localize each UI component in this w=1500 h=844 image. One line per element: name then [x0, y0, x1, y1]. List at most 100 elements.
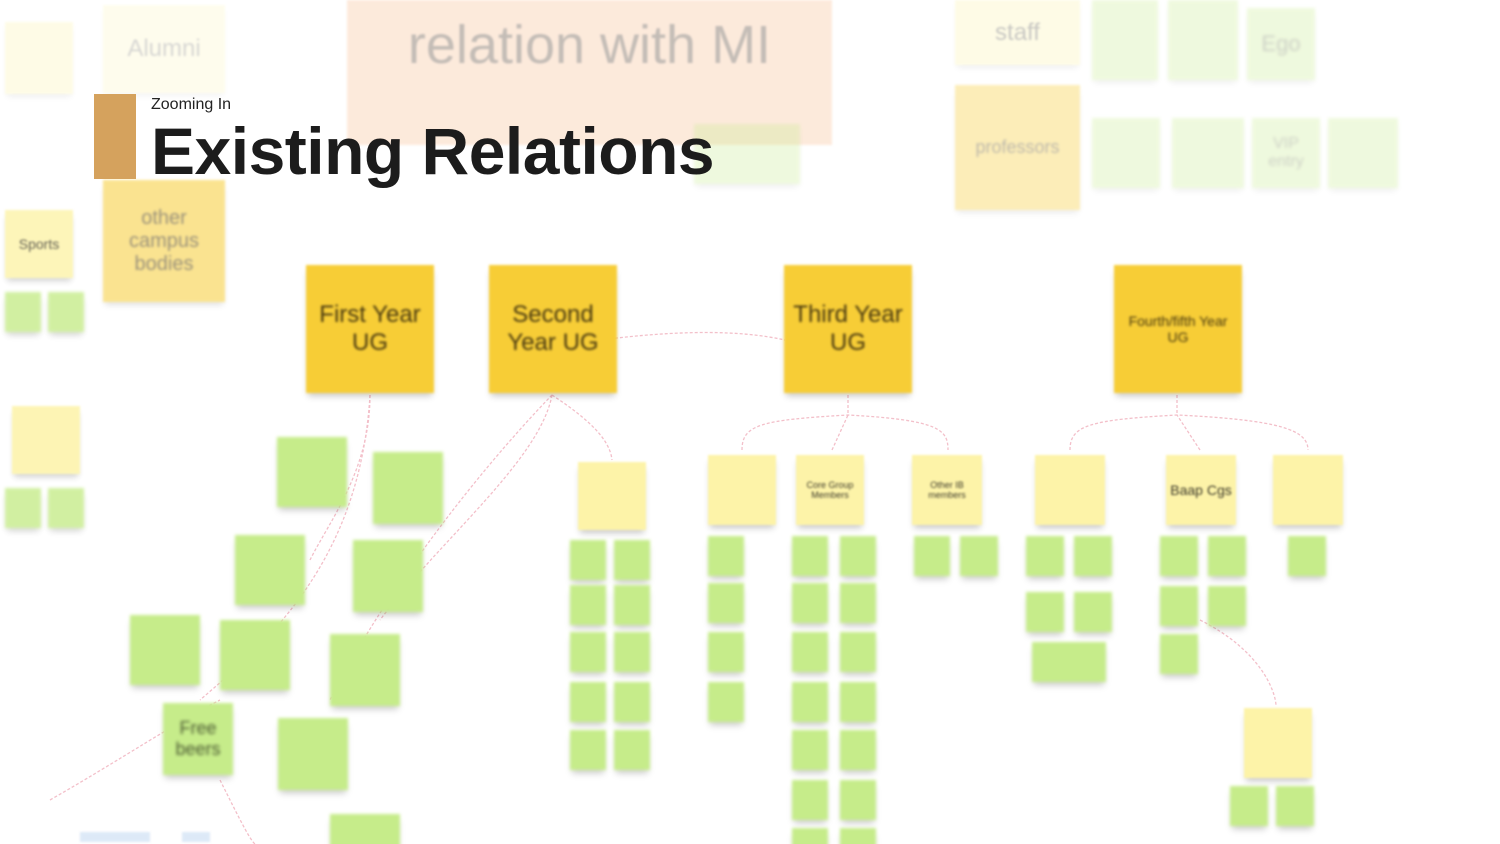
sticky-note	[578, 462, 646, 530]
first-year-ug-label: First Year UG	[319, 301, 421, 356]
faint-marker	[80, 832, 150, 842]
accent-bar	[94, 94, 136, 179]
free-beers-note: Free beers	[163, 703, 233, 775]
sticky-note	[1160, 536, 1198, 576]
sticky-note	[277, 437, 347, 507]
sticky-note	[1032, 642, 1106, 682]
sticky-note	[353, 540, 423, 612]
sticky-note	[570, 682, 606, 722]
professors-note: professors	[955, 85, 1080, 210]
connector-line	[219, 779, 256, 844]
sticky-note	[792, 536, 828, 576]
second-year-ug-label: Second Year UG	[507, 301, 599, 356]
sticky-note	[1074, 592, 1112, 632]
connector-line	[741, 414, 949, 451]
page-title: Existing Relations	[151, 114, 715, 188]
sticky-note	[1328, 118, 1398, 188]
sticky-note	[48, 488, 84, 528]
connector-line	[831, 414, 849, 451]
eyebrow-label: Zooming In	[151, 96, 232, 113]
sticky-note	[614, 632, 650, 672]
sticky-note	[1230, 786, 1268, 826]
sticky-note	[792, 682, 828, 722]
sticky-note	[614, 585, 650, 625]
sticky-note	[708, 536, 744, 576]
sticky-note	[330, 634, 400, 706]
sticky-note	[570, 632, 606, 672]
sticky-note	[840, 828, 876, 844]
sticky-note	[840, 780, 876, 820]
sticky-note	[1160, 586, 1198, 626]
faint-marker	[182, 832, 210, 842]
professors-label: professors	[975, 137, 1060, 158]
sticky-note	[792, 780, 828, 820]
core-group-members-label: Core Group Members	[806, 479, 854, 500]
sticky-note	[614, 730, 650, 770]
sticky-note	[1208, 586, 1246, 626]
fourth-fifth-year-ug-note: Fourth/fifth Year UG	[1114, 265, 1242, 393]
sticky-note	[5, 22, 73, 94]
baap-cgs-label: Baap Cgs	[1170, 481, 1232, 498]
sticky-note	[1026, 592, 1064, 632]
sticky-note	[614, 682, 650, 722]
sticky-note	[840, 583, 876, 623]
sports-note: Sports	[5, 210, 73, 278]
sticky-note	[1168, 0, 1238, 80]
sticky-note	[1074, 536, 1112, 576]
sticky-note	[840, 536, 876, 576]
ego-label: Ego	[1261, 31, 1301, 57]
sticky-note	[792, 632, 828, 672]
sticky-note	[1172, 118, 1244, 188]
sticky-note	[840, 730, 876, 770]
sticky-note	[840, 682, 876, 722]
sticky-note	[235, 535, 305, 605]
sticky-note	[1273, 455, 1343, 525]
connector-line	[49, 699, 221, 801]
connector-line	[599, 331, 786, 341]
other-campus-bodies-label: other campus bodies	[128, 206, 200, 275]
first-year-ug-note: First Year UG	[306, 265, 434, 393]
sticky-note	[373, 452, 443, 524]
relation-banner-note: relation with MI	[347, 0, 832, 145]
sticky-note	[1208, 536, 1246, 576]
sticky-note	[792, 730, 828, 770]
sticky-note	[130, 615, 200, 685]
sticky-note	[1035, 455, 1105, 525]
sticky-note	[792, 828, 828, 844]
sticky-note	[570, 730, 606, 770]
staff-label: staff	[995, 18, 1040, 46]
sticky-note	[792, 583, 828, 623]
sticky-note	[708, 455, 776, 525]
connector-line	[1199, 619, 1277, 706]
sticky-note	[1092, 118, 1160, 188]
sticky-note	[48, 292, 84, 332]
alumni-label: Alumni	[127, 35, 201, 63]
sticky-note	[1026, 536, 1064, 576]
sticky-note	[1244, 708, 1312, 778]
sticky-note	[914, 536, 950, 576]
sticky-note	[1288, 536, 1326, 576]
sticky-note	[5, 488, 41, 528]
second-year-ug-note: Second Year UG	[489, 265, 617, 393]
sticky-note	[694, 124, 800, 184]
connector-line	[1176, 414, 1201, 451]
sticky-note	[570, 540, 606, 580]
sticky-note	[1092, 0, 1158, 80]
sticky-note	[278, 718, 348, 790]
sticky-note	[12, 406, 80, 474]
ego-note: Ego	[1247, 8, 1315, 80]
sticky-note	[840, 632, 876, 672]
sticky-note	[960, 536, 998, 576]
vip-entry-note: VIP entry	[1252, 118, 1320, 188]
sticky-note	[708, 682, 744, 722]
fourth-fifth-year-ug-label: Fourth/fifth Year UG	[1128, 312, 1228, 345]
free-beers-label: Free beers	[175, 718, 221, 759]
sticky-note	[1276, 786, 1314, 826]
third-year-ug-label: Third Year UG	[793, 301, 903, 356]
core-group-members-note: Core Group Members	[796, 455, 864, 525]
sticky-note	[708, 632, 744, 672]
staff-note: staff	[955, 0, 1080, 65]
other-ib-members-note: Other IB members	[912, 455, 982, 525]
other-ib-members-label: Other IB members	[928, 479, 966, 500]
